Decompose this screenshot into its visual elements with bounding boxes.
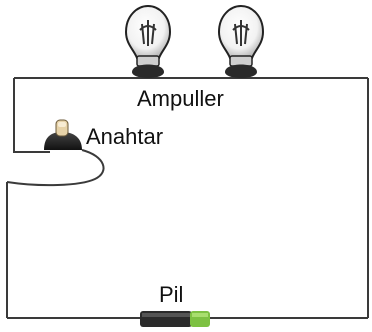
- bulbs-label: Ampuller: [137, 86, 224, 111]
- switch-loop-wire: [6, 149, 105, 187]
- switch-label: Anahtar: [86, 124, 163, 149]
- bulb-right: [217, 4, 265, 78]
- left-upper-wire: [13, 78, 50, 153]
- bulb-left: [124, 4, 172, 78]
- battery: [140, 311, 210, 327]
- switch: [44, 119, 82, 150]
- battery-label: Pil: [159, 282, 183, 307]
- wires: [6, 77, 369, 319]
